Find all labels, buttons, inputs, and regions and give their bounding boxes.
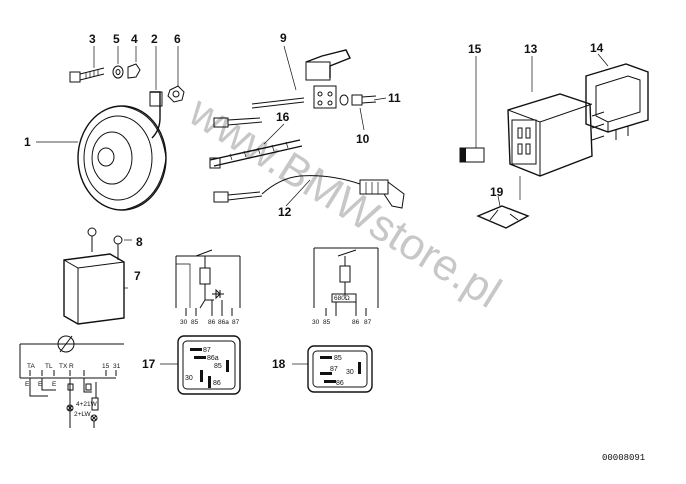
callout-2: 2 — [151, 32, 158, 46]
resistor-label: 680Ω — [334, 295, 350, 302]
callout-13: 13 — [524, 42, 538, 56]
socket18-labels: 85 87 30 86 — [330, 355, 354, 387]
term-86a-left: 86a — [218, 319, 229, 326]
wire-31: 31 — [113, 363, 121, 370]
term-85-right: 85 — [323, 319, 331, 326]
bolt-3 — [69, 67, 105, 83]
bulb-label-2: 2+LW — [74, 411, 92, 418]
switch-assembly — [209, 49, 405, 209]
callout-12: 12 — [278, 205, 292, 219]
bulb-label-1: 4+21W — [76, 401, 98, 408]
term-87-left: 87 — [232, 319, 240, 326]
wire-ta: TA — [27, 363, 35, 370]
relay-right-terminals: 30 85 86 87 680Ω — [312, 295, 372, 326]
callout-9: 9 — [280, 31, 287, 45]
relay-left-terminals: 30 85 86 86a 87 — [180, 319, 240, 326]
term-87-right: 87 — [364, 319, 372, 326]
diagram-id: 00008091 — [602, 453, 645, 463]
callout-16: 16 — [276, 110, 290, 124]
wire-15: 15 — [102, 363, 110, 370]
wire-e1: E — [25, 381, 30, 388]
callout-17: 17 — [142, 357, 156, 371]
callout-19: 19 — [490, 185, 504, 199]
screw-8b — [113, 235, 123, 260]
callout-18: 18 — [272, 357, 286, 371]
callout-3: 3 — [89, 32, 96, 46]
relay-socket-18 — [307, 345, 373, 393]
screw-8a — [87, 227, 97, 252]
wire-tl: TL — [45, 363, 53, 370]
term-30-right: 30 — [312, 319, 320, 326]
callout-numbers: 3 5 4 2 6 1 9 11 10 16 12 15 13 14 19 8 … — [24, 31, 604, 371]
s17-pin-86: 86 — [213, 380, 221, 387]
module-7 — [63, 227, 125, 325]
callout-15: 15 — [468, 42, 482, 56]
term-86-right: 86 — [352, 319, 360, 326]
wire-e2: E — [38, 381, 43, 388]
callout-4: 4 — [131, 32, 138, 46]
s17-pin-86a: 86a — [207, 355, 219, 362]
horn-assembly — [69, 63, 185, 211]
callout-7: 7 — [134, 269, 141, 283]
callout-10: 10 — [356, 132, 370, 146]
wire-e3: E — [52, 381, 57, 388]
s17-pin-87: 87 — [203, 347, 211, 354]
s18-pin-86: 86 — [336, 380, 344, 387]
callout-6: 6 — [174, 32, 181, 46]
socket17-labels: 87 86a 85 30 86 — [185, 347, 222, 387]
wire-r: R — [69, 363, 74, 370]
s18-pin-85: 85 — [334, 355, 342, 362]
callout-11: 11 — [388, 91, 401, 105]
callout-1: 1 — [24, 135, 31, 149]
leader-lines — [36, 45, 609, 365]
relay-schematic-right — [313, 247, 379, 316]
s17-pin-85: 85 — [214, 363, 222, 370]
callout-14: 14 — [590, 41, 604, 55]
s18-pin-87: 87 — [330, 366, 338, 373]
relay-schematic-left — [175, 249, 241, 316]
relay-socket-17 — [177, 335, 241, 395]
callout-5: 5 — [113, 32, 120, 46]
term-30-left: 30 — [180, 319, 188, 326]
wire-tx: TX — [59, 363, 68, 370]
term-85-left: 85 — [191, 319, 199, 326]
term-86-left: 86 — [208, 319, 216, 326]
relay-assembly — [459, 63, 649, 229]
callout-8: 8 — [136, 235, 143, 249]
wiring-labels: TA TL TX R 15 31 E E E 4+21W 2+LW — [25, 363, 121, 418]
s17-pin-30: 30 — [185, 375, 193, 382]
wiring-diagram — [19, 335, 124, 428]
s18-pin-30: 30 — [346, 369, 354, 376]
